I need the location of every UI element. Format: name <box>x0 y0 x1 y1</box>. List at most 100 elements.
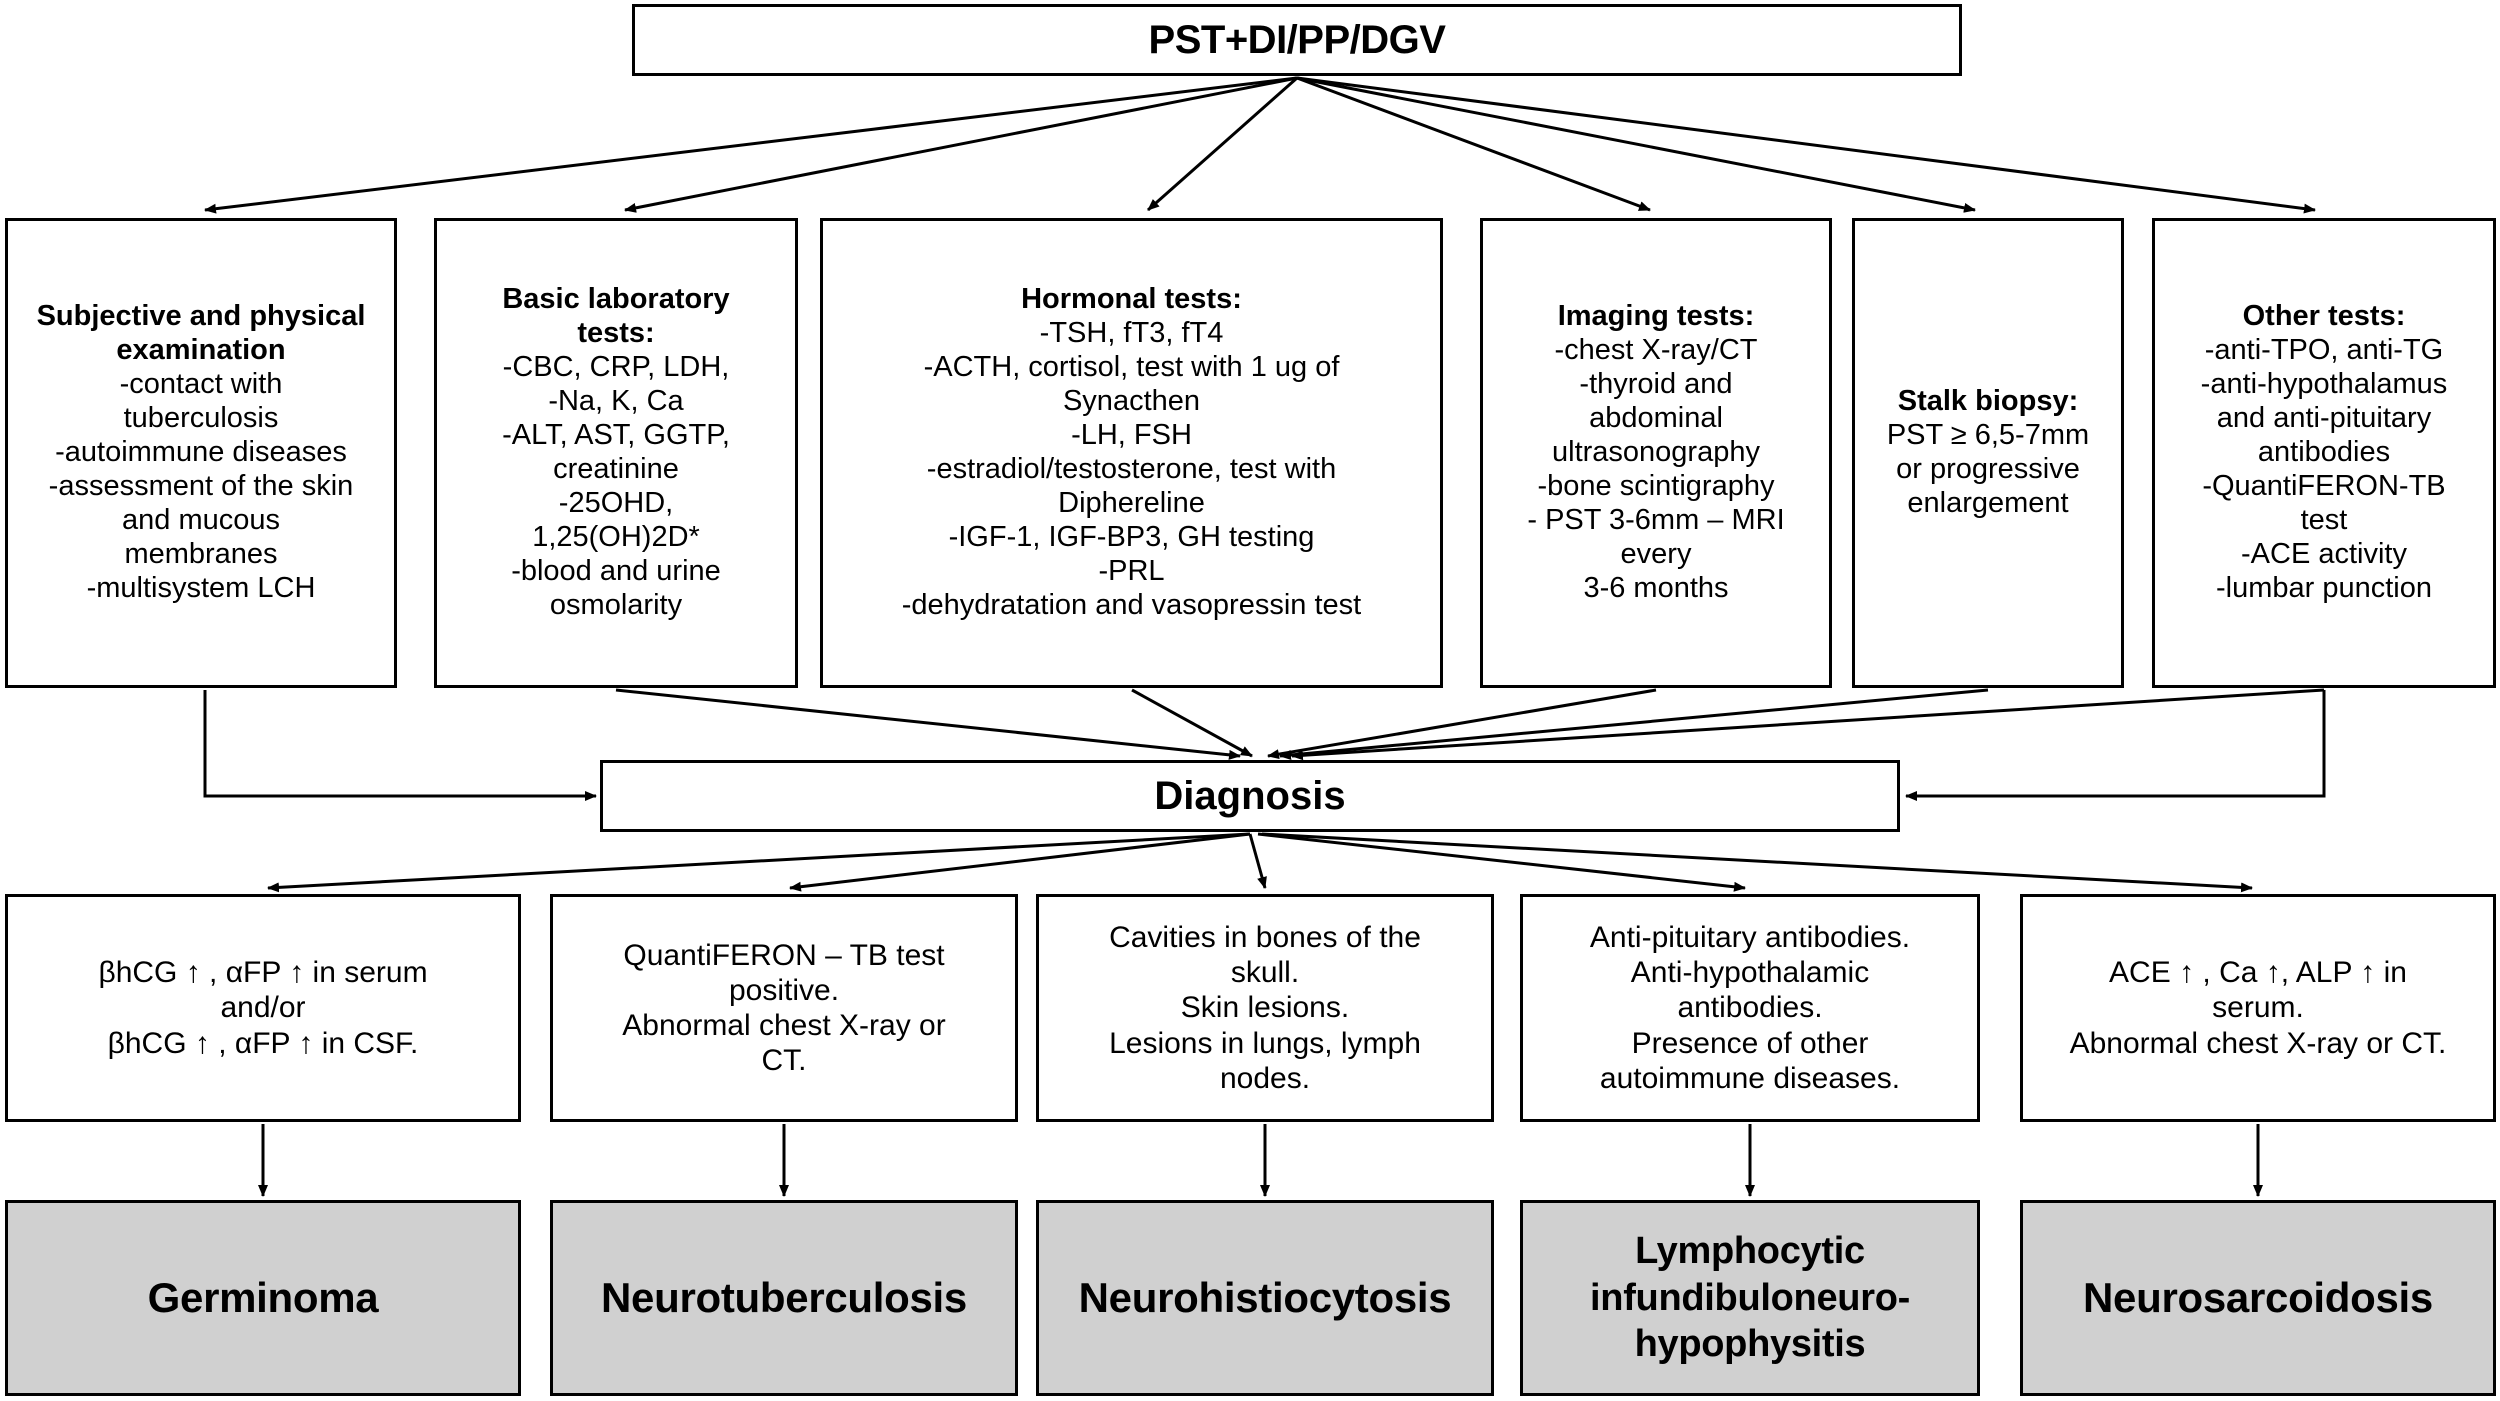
exam-line-5: membranes <box>124 537 278 570</box>
other-line-4: -QuantiFERON-TB <box>2202 469 2446 502</box>
finding-germinoma-line-1: and/or <box>220 991 306 1025</box>
exam-line-6: -multisystem LCH <box>86 571 316 604</box>
lab-header-line2: tests: <box>577 317 655 350</box>
finding-hypo-line-0: Anti-pituitary antibodies. <box>1589 921 1911 955</box>
hormonal-line-7: -PRL <box>1098 554 1165 587</box>
biopsy-line-0: PST ≥ 6,5-7mm <box>1886 419 2090 452</box>
other-line-7: -lumbar punction <box>2216 571 2432 604</box>
node-result-neurohistiocytosis[interactable]: Neurohistiocytosis <box>1036 1200 1494 1396</box>
imaging-line-0: -chest X-ray/CT <box>1554 334 1758 367</box>
other-line-3: antibodies <box>2257 436 2391 469</box>
hormonal-line-4: -estradiol/testosterone, test with <box>926 453 1337 485</box>
finding-sarcoid-line-0: ACE ↑ , Ca ↑, ALP ↑ in <box>2109 956 2407 990</box>
node-finding-neurotuberculosis[interactable]: QuantiFERON – TB test positive. Abnormal… <box>550 894 1018 1122</box>
node-finding-hypophysitis[interactable]: Anti-pituitary antibodies. Anti-hypothal… <box>1520 894 1980 1122</box>
hormonal-line-3: -LH, FSH <box>1071 419 1192 452</box>
hormonal-line-5: Diphereline <box>1058 486 1205 519</box>
finding-sarcoid-line-1: serum. <box>2212 991 2304 1025</box>
node-stalk-biopsy[interactable]: Stalk biopsy: PST ≥ 6,5-7mm or progressi… <box>1852 218 2124 688</box>
hormonal-line-2: Synacthen <box>1062 385 1201 418</box>
finding-lch-line-4: nodes. <box>1219 1061 1311 1095</box>
other-header: Other tests: <box>2242 300 2406 333</box>
result-lymphocytic-line-1: infundibuloneuro- <box>1590 1276 1910 1319</box>
node-subjective-physical-examination[interactable]: Subjective and physical examination -con… <box>5 218 397 688</box>
finding-lch-line-1: skull. <box>1230 956 1300 990</box>
imaging-line-5: - PST 3-6mm – MRI <box>1527 503 1785 536</box>
finding-germinoma-line-2: βhCG ↑ , αFP ↑ in CSF. <box>107 1026 419 1060</box>
finding-hypo-line-3: Presence of other <box>1631 1026 1869 1060</box>
exam-line-4: and mucous <box>122 503 280 536</box>
edge-other-to-diagnosis <box>1905 690 2326 801</box>
lab-line-5: 1,25(OH)2D* <box>532 520 700 553</box>
exam-line-1: tuberculosis <box>123 402 279 435</box>
other-line-1: -anti-hypothalamus <box>2200 368 2448 401</box>
biopsy-line-1: or progressive <box>1896 453 2080 485</box>
result-neurosarcoidosis-label: Neurosarcoidosis <box>2083 1274 2433 1322</box>
result-lymphocytic-line-0: Lymphocytic <box>1635 1230 1865 1273</box>
node-hormonal-tests[interactable]: Hormonal tests: -TSH, fT3, fT4 -ACTH, co… <box>820 218 1443 688</box>
edges-root-to-tests <box>204 76 2316 214</box>
node-imaging-tests[interactable]: Imaging tests: -chest X-ray/CT -thyroid … <box>1480 218 1832 688</box>
node-root-label: PST+DI/PP/DGV <box>1148 17 1446 62</box>
node-root-pst-di-pp-dgv[interactable]: PST+DI/PP/DGV <box>632 4 1962 76</box>
finding-lch-line-3: Lesions in lungs, lymph <box>1109 1026 1421 1060</box>
biopsy-header: Stalk biopsy: <box>1897 385 2079 418</box>
lab-line-4: -25OHD, <box>558 486 674 519</box>
node-finding-neurosarcoidosis[interactable]: ACE ↑ , Ca ↑, ALP ↑ in serum. Abnormal c… <box>2020 894 2496 1122</box>
edges-diagnosis-to-findings <box>267 832 2253 893</box>
finding-sarcoid-line-2: Abnormal chest X-ray or CT. <box>2069 1026 2447 1060</box>
finding-hypo-line-4: autoimmune diseases. <box>1599 1061 1901 1095</box>
node-result-germinoma[interactable]: Germinoma <box>5 1200 521 1396</box>
node-finding-germinoma[interactable]: βhCG ↑ , αFP ↑ in serum and/or βhCG ↑ , … <box>5 894 521 1122</box>
exam-line-0: -contact with <box>119 368 283 401</box>
lab-header-line1: Basic laboratory <box>502 283 730 316</box>
exam-header-line2: examination <box>116 334 286 367</box>
lab-line-6: -blood and urine <box>511 554 721 587</box>
imaging-line-7: 3-6 months <box>1583 571 1729 604</box>
hormonal-line-0: -TSH, fT3, fT4 <box>1039 317 1224 350</box>
result-neurohistiocytosis-label: Neurohistiocytosis <box>1078 1274 1452 1322</box>
result-lymphocytic-line-2: hypophysitis <box>1634 1323 1866 1366</box>
node-other-tests[interactable]: Other tests: -anti-TPO, anti-TG -anti-hy… <box>2152 218 2496 688</box>
imaging-line-4: -bone scintigraphy <box>1537 469 1775 502</box>
imaging-line-3: ultrasonography <box>1552 436 1760 469</box>
lab-line-0: -CBC, CRP, LDH, <box>502 351 730 384</box>
lab-line-3: creatinine <box>553 453 679 485</box>
result-germinoma-label: Germinoma <box>147 1274 379 1322</box>
imaging-line-6: every <box>1620 537 1692 570</box>
lab-line-2: -ALT, AST, GGTP, <box>502 419 730 452</box>
edges-findings-to-results <box>258 1124 2263 1197</box>
finding-tb-line-3: CT. <box>761 1044 807 1078</box>
other-line-2: and anti-pituitary <box>2216 402 2432 435</box>
finding-hypo-line-2: antibodies. <box>1677 991 1823 1025</box>
node-finding-neurohistiocytosis[interactable]: Cavities in bones of the skull. Skin les… <box>1036 894 1494 1122</box>
lab-line-7: osmolarity <box>549 588 683 621</box>
node-basic-laboratory-tests[interactable]: Basic laboratory tests: -CBC, CRP, LDH, … <box>434 218 798 688</box>
finding-tb-line-1: positive. <box>728 973 840 1007</box>
hormonal-header: Hormonal tests: <box>1021 283 1242 316</box>
finding-tb-line-2: Abnormal chest X-ray or <box>622 1009 946 1042</box>
edge-exam-to-diagnosis <box>203 690 597 801</box>
imaging-line-1: -thyroid and <box>1579 368 1733 401</box>
finding-lch-line-2: Skin lesions. <box>1180 991 1350 1025</box>
edges-tests-to-diagnosis <box>615 688 2325 761</box>
node-diagnosis[interactable]: Diagnosis <box>600 760 1900 832</box>
node-result-neurosarcoidosis[interactable]: Neurosarcoidosis <box>2020 1200 2496 1396</box>
biopsy-line-2: enlargement <box>1907 486 2069 519</box>
exam-header-line1: Subjective and physical <box>36 300 366 333</box>
diagnosis-label: Diagnosis <box>1154 773 1346 818</box>
result-neurotuberculosis-label: Neurotuberculosis <box>601 1274 967 1322</box>
hormonal-line-6: -IGF-1, IGF-BP3, GH testing <box>948 520 1315 553</box>
hormonal-line-8: -dehydratation and vasopressin test <box>901 588 1362 621</box>
other-line-5: test <box>2300 503 2348 536</box>
imaging-line-2: abdominal <box>1589 402 1723 435</box>
exam-line-3: -assessment of the skin <box>48 469 354 502</box>
finding-lch-line-0: Cavities in bones of the <box>1109 921 1421 955</box>
other-line-6: -ACE activity <box>2241 537 2407 570</box>
node-result-lymphocytic-hypophysitis[interactable]: Lymphocytic infundibuloneuro- hypophysit… <box>1520 1200 1980 1396</box>
node-result-neurotuberculosis[interactable]: Neurotuberculosis <box>550 1200 1018 1396</box>
finding-tb-line-0: QuantiFERON – TB test <box>623 938 945 972</box>
finding-hypo-line-1: Anti-hypothalamic <box>1630 956 1870 990</box>
